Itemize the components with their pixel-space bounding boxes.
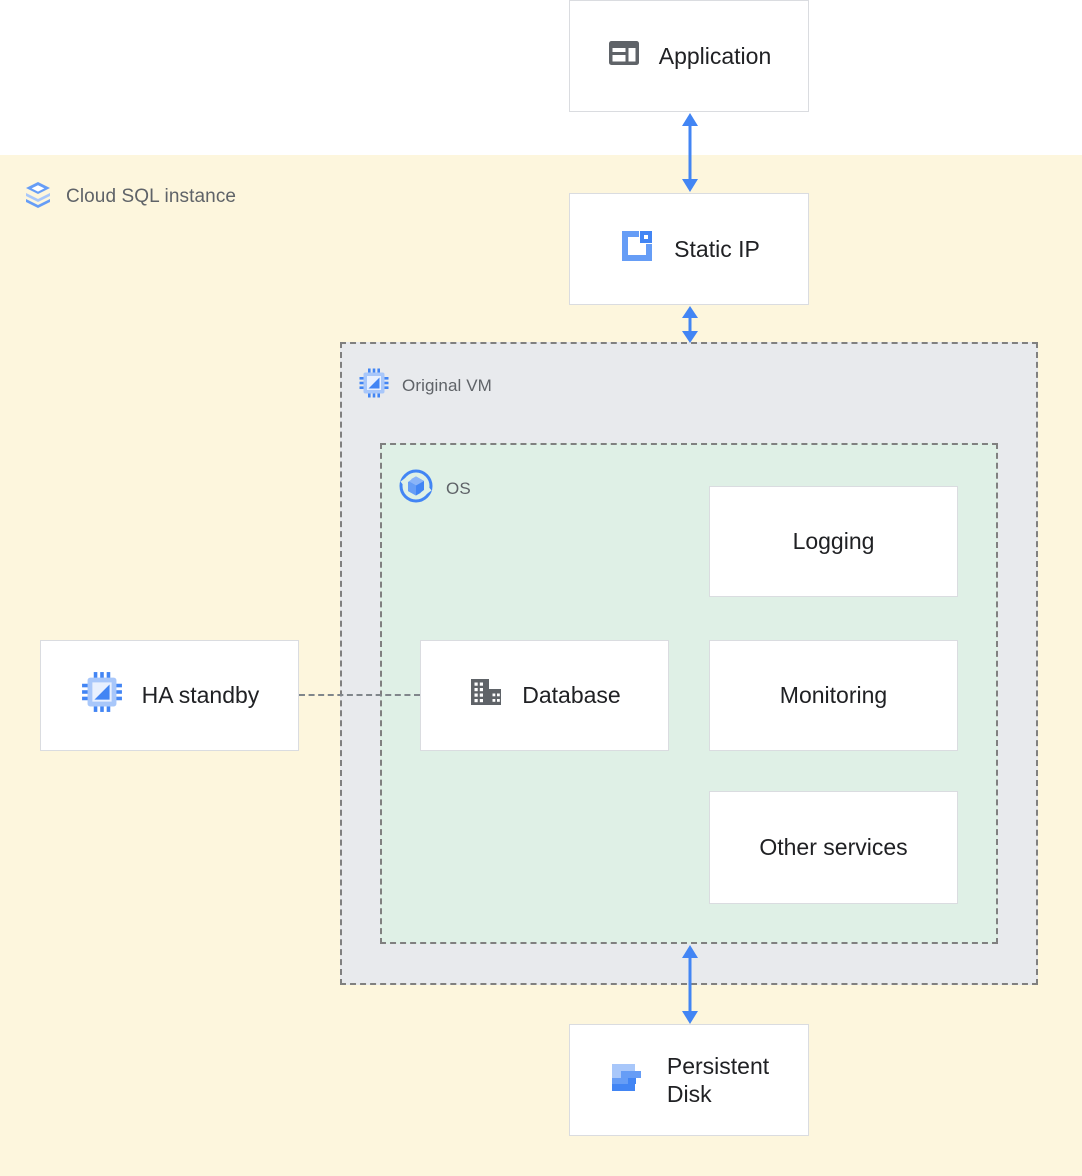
node-persistent-disk[interactable]: Persistent Disk (569, 1024, 809, 1136)
node-application-label: Application (658, 42, 772, 69)
cpu-chip-icon (80, 670, 124, 720)
cpu-chip-icon (358, 367, 390, 404)
node-database-label: Database (522, 682, 621, 709)
node-logging-label: Logging (792, 528, 875, 555)
connector-os-to-persistent-disk (669, 944, 711, 1030)
cloud-sql-instance-label-text: Cloud SQL instance (66, 185, 237, 207)
node-monitoring[interactable]: Monitoring (709, 640, 958, 751)
node-monitoring-label: Monitoring (779, 682, 888, 709)
node-ha-standby[interactable]: HA standby (40, 640, 299, 751)
label-original-vm: Original VM (358, 367, 492, 404)
cloud-sql-icon (22, 178, 54, 215)
node-persistent-disk-label: Persistent Disk (666, 1052, 770, 1107)
original-vm-label-text: Original VM (402, 375, 492, 395)
node-static-ip-label: Static IP (674, 235, 760, 262)
connector-static-ip-to-original-vm (669, 305, 711, 349)
os-cube-icon (398, 468, 434, 509)
connector-application-to-static-ip (669, 112, 711, 198)
os-label-text: OS (446, 478, 471, 498)
node-application[interactable]: Application (569, 0, 809, 112)
label-os: OS (398, 468, 471, 509)
node-ha-standby-label: HA standby (141, 682, 260, 709)
node-static-ip[interactable]: Static IP (569, 193, 809, 305)
node-other-services-label: Other services (759, 834, 908, 861)
application-window-icon (607, 36, 641, 76)
node-database[interactable]: Database (420, 640, 669, 751)
connector-ha-standby-to-database (299, 694, 420, 696)
static-ip-icon (618, 227, 656, 271)
node-logging[interactable]: Logging (709, 486, 958, 597)
node-other-services[interactable]: Other services (709, 791, 958, 904)
label-cloud-sql-instance: Cloud SQL instance (22, 178, 236, 215)
database-building-icon (468, 674, 504, 716)
persistent-disk-icon (609, 1057, 649, 1103)
